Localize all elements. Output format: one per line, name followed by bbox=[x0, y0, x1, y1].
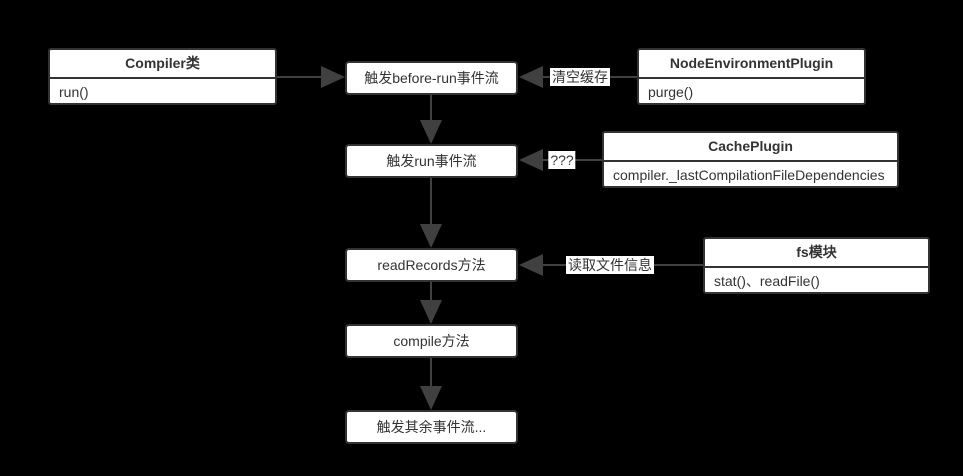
edge-label-unknown: ??? bbox=[548, 151, 576, 169]
compiler-class-method: run() bbox=[59, 84, 89, 100]
before-run-event-node: 触发before-run事件流 bbox=[345, 61, 518, 95]
cache-plugin-title: CachePlugin bbox=[604, 133, 897, 162]
fs-module-title: fs模块 bbox=[705, 239, 928, 268]
compile-method-node: compile方法 bbox=[345, 324, 518, 358]
edge-label-read-file-info: 读取文件信息 bbox=[566, 256, 654, 274]
node-environment-plugin-title: NodeEnvironmentPlugin bbox=[639, 50, 864, 79]
node-environment-plugin-node: NodeEnvironmentPlugin purge() bbox=[637, 48, 866, 105]
fs-module-node: fs模块 stat()、readFile() bbox=[703, 237, 930, 294]
cache-plugin-node: CachePlugin compiler._lastCompilationFil… bbox=[602, 131, 899, 188]
rest-events-node: 触发其余事件流... bbox=[345, 410, 518, 444]
fs-module-methods: stat()、readFile() bbox=[714, 273, 820, 289]
run-event-node: 触发run事件流 bbox=[345, 144, 518, 178]
cache-plugin-property: compiler._lastCompilationFileDependencie… bbox=[613, 167, 885, 183]
edge-label-clear-cache: 清空缓存 bbox=[550, 68, 610, 86]
node-environment-plugin-method: purge() bbox=[648, 84, 694, 100]
compiler-class-node: Compiler类 run() bbox=[48, 48, 277, 105]
compiler-class-title: Compiler类 bbox=[50, 50, 275, 79]
read-records-node: readRecords方法 bbox=[345, 248, 518, 282]
